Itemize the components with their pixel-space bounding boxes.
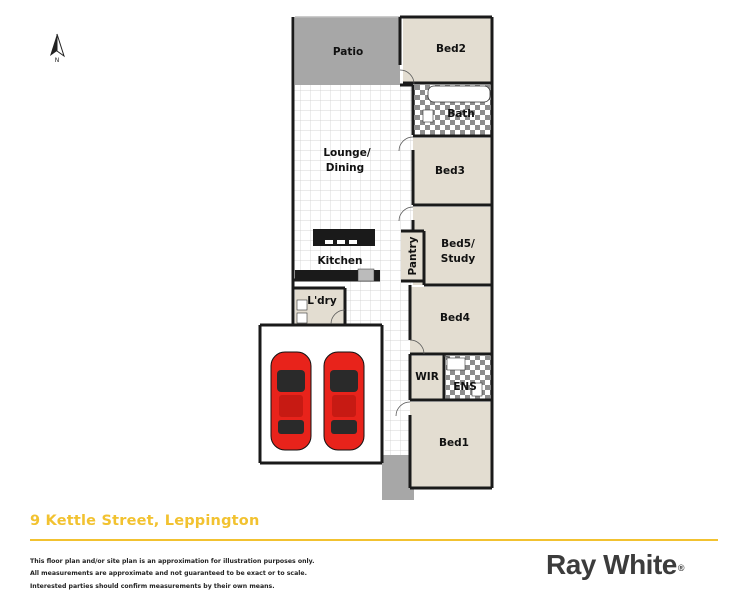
kitchen-bench xyxy=(295,270,380,280)
lounge-dining-floor xyxy=(293,85,410,280)
walls xyxy=(258,15,494,490)
bed4-room xyxy=(410,287,492,353)
car-left-icon xyxy=(270,351,312,451)
patio-area xyxy=(295,17,400,85)
accent-divider xyxy=(30,539,718,541)
bed5-label-line1: Bed5/ xyxy=(441,238,475,250)
bed2-room xyxy=(403,17,492,83)
lounge-label-line1: Lounge/ xyxy=(323,147,370,159)
north-label: N xyxy=(55,57,60,64)
laundry-tub xyxy=(296,299,308,311)
vanity xyxy=(422,109,434,123)
laundry-label: L'dry xyxy=(307,295,337,307)
bathtub xyxy=(427,85,491,103)
property-address: 9 Kettle Street, Leppington xyxy=(30,513,260,529)
ens-label: ENS xyxy=(453,381,477,393)
north-arrow-icon xyxy=(50,33,65,58)
bath-label: Bath xyxy=(447,108,475,120)
wir-room xyxy=(410,356,443,399)
brand-logo: Ray White® xyxy=(546,549,685,581)
bed1-room xyxy=(410,402,492,488)
disclaimer-line: All measurements are approximate and not… xyxy=(30,570,307,578)
disclaimer-text: This floor plan and/or site plan is an a… xyxy=(30,556,314,593)
wir-label: WIR xyxy=(415,371,439,383)
car-right-icon xyxy=(323,351,365,451)
bed2-label: Bed2 xyxy=(436,43,466,55)
bed4-label: Bed4 xyxy=(440,312,470,324)
registered-mark: ® xyxy=(677,563,685,573)
bed1-label: Bed1 xyxy=(439,437,469,449)
lounge-label-line2: Dining xyxy=(326,162,364,174)
bed5-label-line2: Study xyxy=(441,253,476,265)
disclaimer-line: Interested parties should confirm measur… xyxy=(30,582,275,590)
pantry-label: Pantry xyxy=(407,236,419,275)
pantry-room xyxy=(401,231,424,281)
patio-label: Patio xyxy=(333,46,363,58)
disclaimer-line: This floor plan and/or site plan is an a… xyxy=(30,558,315,565)
kitchen-label: Kitchen xyxy=(317,255,362,267)
bed3-label: Bed3 xyxy=(435,165,465,177)
brand-name: Ray White xyxy=(546,549,677,580)
bed5-study-room xyxy=(413,207,492,285)
bed3-room xyxy=(413,138,492,204)
